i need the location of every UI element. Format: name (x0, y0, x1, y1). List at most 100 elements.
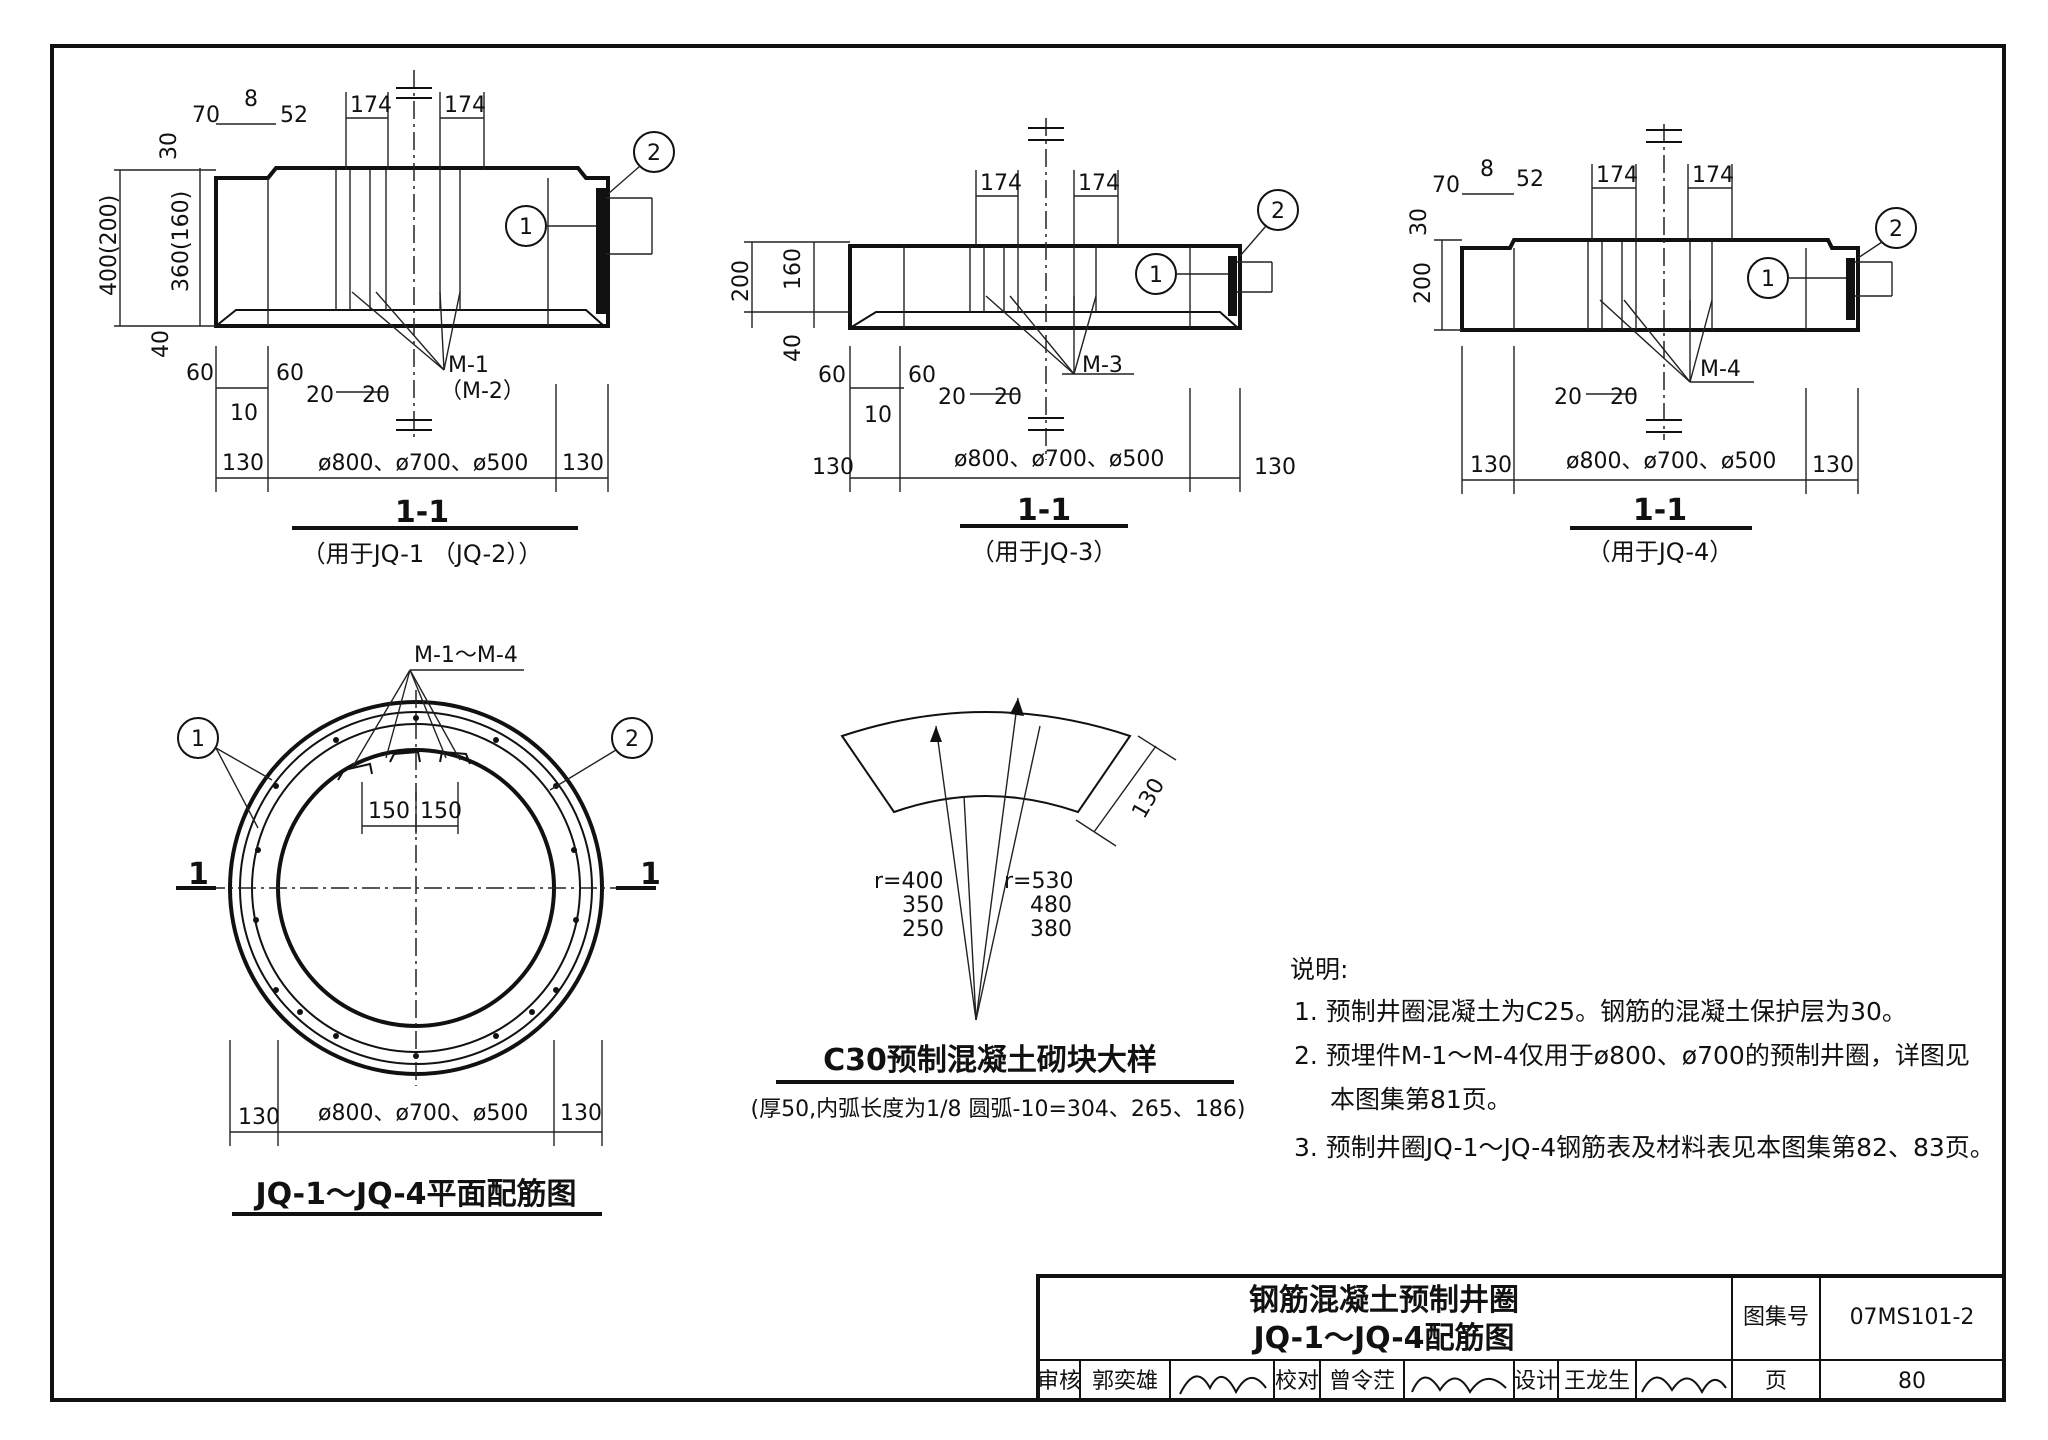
dim-130a: 130 (812, 455, 854, 480)
note-item-2: 2. 预埋件M-1～M-4仅用于ø800、ø700的预制井圈，详图见 (1294, 1041, 1970, 1070)
dim-174a: 174 (1596, 163, 1638, 188)
note-item-1: 1. 预制井圈混凝土为C25。钢筋的混凝土保护层为30。 (1294, 997, 1907, 1026)
dim-60b: 60 (276, 361, 304, 386)
section-subtitle: （用于JQ-1 （JQ-2）） (302, 540, 543, 568)
dim-10: 10 (864, 403, 892, 428)
r-inner-2: 250 (902, 917, 944, 942)
dim-130b: 130 (562, 451, 604, 476)
dim-52: 52 (1516, 167, 1544, 192)
section-title: 1-1 (1633, 493, 1687, 528)
tag-2: 2 (1889, 217, 1903, 242)
notes: 说明: 1. 预制井圈混凝土为C25。钢筋的混凝土保护层为30。 2. 预埋件M… (1290, 955, 1995, 1162)
block-detail: 130 r=400 350 250 r=530 480 380 C30预制混凝土… (751, 697, 1246, 1122)
dim-70: 70 (192, 103, 220, 128)
dim-20a: 20 (938, 385, 966, 410)
callout-m1: M-1 (448, 353, 489, 378)
dim-130a: 130 (238, 1105, 280, 1130)
dim-130a: 130 (1470, 453, 1512, 478)
plan-title: JQ-1～JQ-4平面配筋图 (253, 1177, 576, 1212)
dim-8: 8 (244, 87, 258, 112)
dim-150a: 150 (368, 799, 410, 824)
cut-label-right: 1 (640, 857, 661, 892)
tag-1: 1 (519, 215, 533, 240)
dim-130b: 130 (1812, 453, 1854, 478)
dim-60a: 60 (818, 363, 846, 388)
note-item-3: 3. 预制井圈JQ-1～JQ-4钢筋表及材料表见本图集第82、83页。 (1294, 1133, 1995, 1162)
dim-150b: 150 (420, 799, 462, 824)
dim-60b: 60 (908, 363, 936, 388)
callout-m1-m4: M-1～M-4 (414, 643, 518, 668)
tag-2: 2 (1271, 199, 1285, 224)
dim-dia: ø800、ø700、ø500 (318, 1101, 528, 1126)
checker-signature (1411, 1376, 1507, 1394)
dim-70: 70 (1432, 173, 1460, 198)
dim-dia: ø800、ø700、ø500 (1566, 449, 1776, 474)
dim-174a: 174 (980, 171, 1022, 196)
section-subtitle: （用于JQ-4） (1587, 538, 1734, 566)
dim-130b: 130 (560, 1101, 602, 1126)
section-jq1: 1 2 M-1 （M-2） 70 8 52 174 174 400(200) 3… (97, 70, 675, 568)
cut-label-left: 1 (188, 857, 209, 892)
designer-label: 设计 (1514, 1369, 1558, 1394)
title-block: 钢筋混凝土预制井圈 JQ-1～JQ-4配筋图 图集号 07MS101-2 审核 … (1036, 1274, 2006, 1402)
dim-400: 400(200) (97, 195, 122, 296)
checker-label: 校对 (1275, 1369, 1319, 1394)
reviewer-label: 审核 (1037, 1369, 1081, 1394)
dim-20b: 20 (1610, 385, 1638, 410)
page-number: 80 (1898, 1369, 1926, 1394)
block-subtitle: (厚50,内弧长度为1/8 圆弧-10=304、265、186) (751, 1097, 1246, 1122)
dim-174b: 174 (444, 93, 486, 118)
atlas-number: 07MS101-2 (1850, 1305, 1975, 1330)
tag-1: 1 (191, 727, 205, 752)
dim-174b: 174 (1692, 163, 1734, 188)
section-subtitle: （用于JQ-3） (971, 538, 1118, 566)
callout-m2: （M-2） (440, 379, 525, 404)
drawing-title-line2: JQ-1～JQ-4配筋图 (1251, 1321, 1514, 1356)
drawing-title-line1: 钢筋混凝土预制井圈 (1249, 1283, 1519, 1318)
dim-52: 52 (280, 103, 308, 128)
dim-10: 10 (230, 401, 258, 426)
dim-20a: 20 (1554, 385, 1582, 410)
dim-dia: ø800、ø700、ø500 (318, 451, 528, 476)
tag-1: 1 (1149, 263, 1163, 288)
dim-174b: 174 (1078, 171, 1120, 196)
reviewer-name: 郭奕雄 (1092, 1369, 1158, 1394)
r-outer-1: 480 (1030, 893, 1072, 918)
designer-name: 王龙生 (1564, 1369, 1630, 1394)
dim-20a: 20 (306, 383, 334, 408)
tag-2: 2 (647, 141, 661, 166)
dim-20b: 20 (994, 385, 1022, 410)
dim-dia: ø800、ø700、ø500 (954, 447, 1164, 472)
tag-2: 2 (625, 727, 639, 752)
r-outer-0: r=530 (1004, 869, 1073, 894)
page-label: 页 (1765, 1369, 1787, 1394)
r-outer-2: 380 (1030, 917, 1072, 942)
dim-130: 130 (1128, 774, 1171, 823)
section-jq4: 1 2 M-4 70 8 52 174 174 200 30 20 20 (1407, 124, 1917, 566)
callout-m4: M-4 (1700, 357, 1741, 382)
designer-signature (1641, 1376, 1727, 1395)
drawing-frame (50, 44, 2006, 1402)
dim-130b: 130 (1254, 455, 1296, 480)
section-jq3: 1 2 M-3 174 174 200 160 40 60 60 10 20 (729, 118, 1299, 566)
dim-60a: 60 (186, 361, 214, 386)
tag-1: 1 (1761, 267, 1775, 292)
section-title: 1-1 (395, 495, 449, 530)
dim-160: 160 (781, 248, 806, 290)
r-inner-0: r=400 (874, 869, 943, 894)
dim-40: 40 (149, 330, 174, 358)
dim-360: 360(160) (169, 191, 194, 292)
dim-130a: 130 (222, 451, 264, 476)
dim-174a: 174 (350, 93, 392, 118)
checker-name: 曾令茳 (1329, 1369, 1395, 1394)
dim-30: 30 (1407, 208, 1432, 236)
dim-40: 40 (781, 334, 806, 362)
section-title: 1-1 (1017, 493, 1071, 528)
atlas-label: 图集号 (1743, 1305, 1809, 1330)
reviewer-signature (1179, 1375, 1267, 1395)
dim-30: 30 (157, 132, 182, 160)
dim-200: 200 (1411, 262, 1436, 304)
plan-view: 1 1 M-1～M-4 1 2 150 150 130 ø800、ø700、ø5… (176, 643, 661, 1216)
r-inner-1: 350 (902, 893, 944, 918)
